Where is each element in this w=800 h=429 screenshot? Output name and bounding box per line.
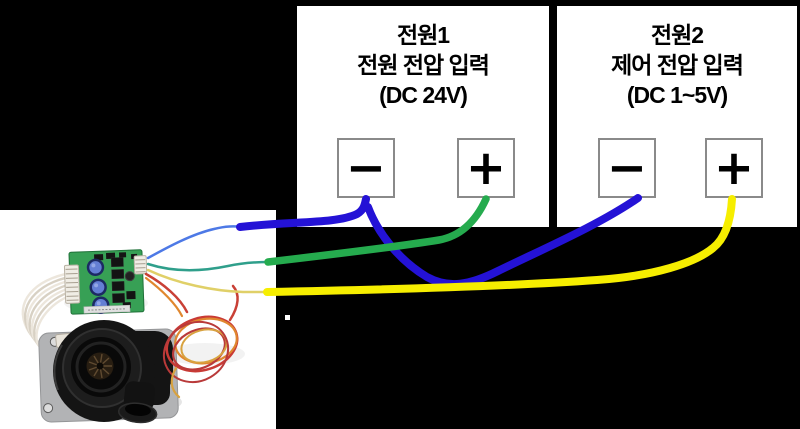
power2-title: 전원2 제어 전압 입력 (DC 1~5V) [557,6,797,110]
power1-positive-terminal: + [457,138,515,198]
plus-glyph: + [465,140,507,196]
power1-panel: 전원1 전원 전압 입력 (DC 24V) − + [294,3,552,230]
minus-glyph: − [345,140,387,196]
power2-negative-terminal: − [598,138,656,198]
power2-positive-terminal: + [705,138,763,198]
minus-glyph: − [606,140,648,196]
white-dot-artifact [285,315,290,320]
power2-title-line3: (DC 1~5V) [626,82,728,108]
power1-title-line1: 전원1 [396,22,450,48]
power2-title-line1: 전원2 [650,22,704,48]
power2-title-line2: 제어 전압 입력 [611,52,744,78]
power1-title-line3: (DC 24V) [379,82,468,108]
power1-title-line2: 전원 전압 입력 [357,52,490,78]
power1-title: 전원1 전원 전압 입력 (DC 24V) [297,6,549,110]
plus-glyph: + [713,140,755,196]
product-photo [0,210,276,429]
power1-negative-terminal: − [337,138,395,198]
power2-panel: 전원2 제어 전압 입력 (DC 1~5V) − + [554,3,800,230]
